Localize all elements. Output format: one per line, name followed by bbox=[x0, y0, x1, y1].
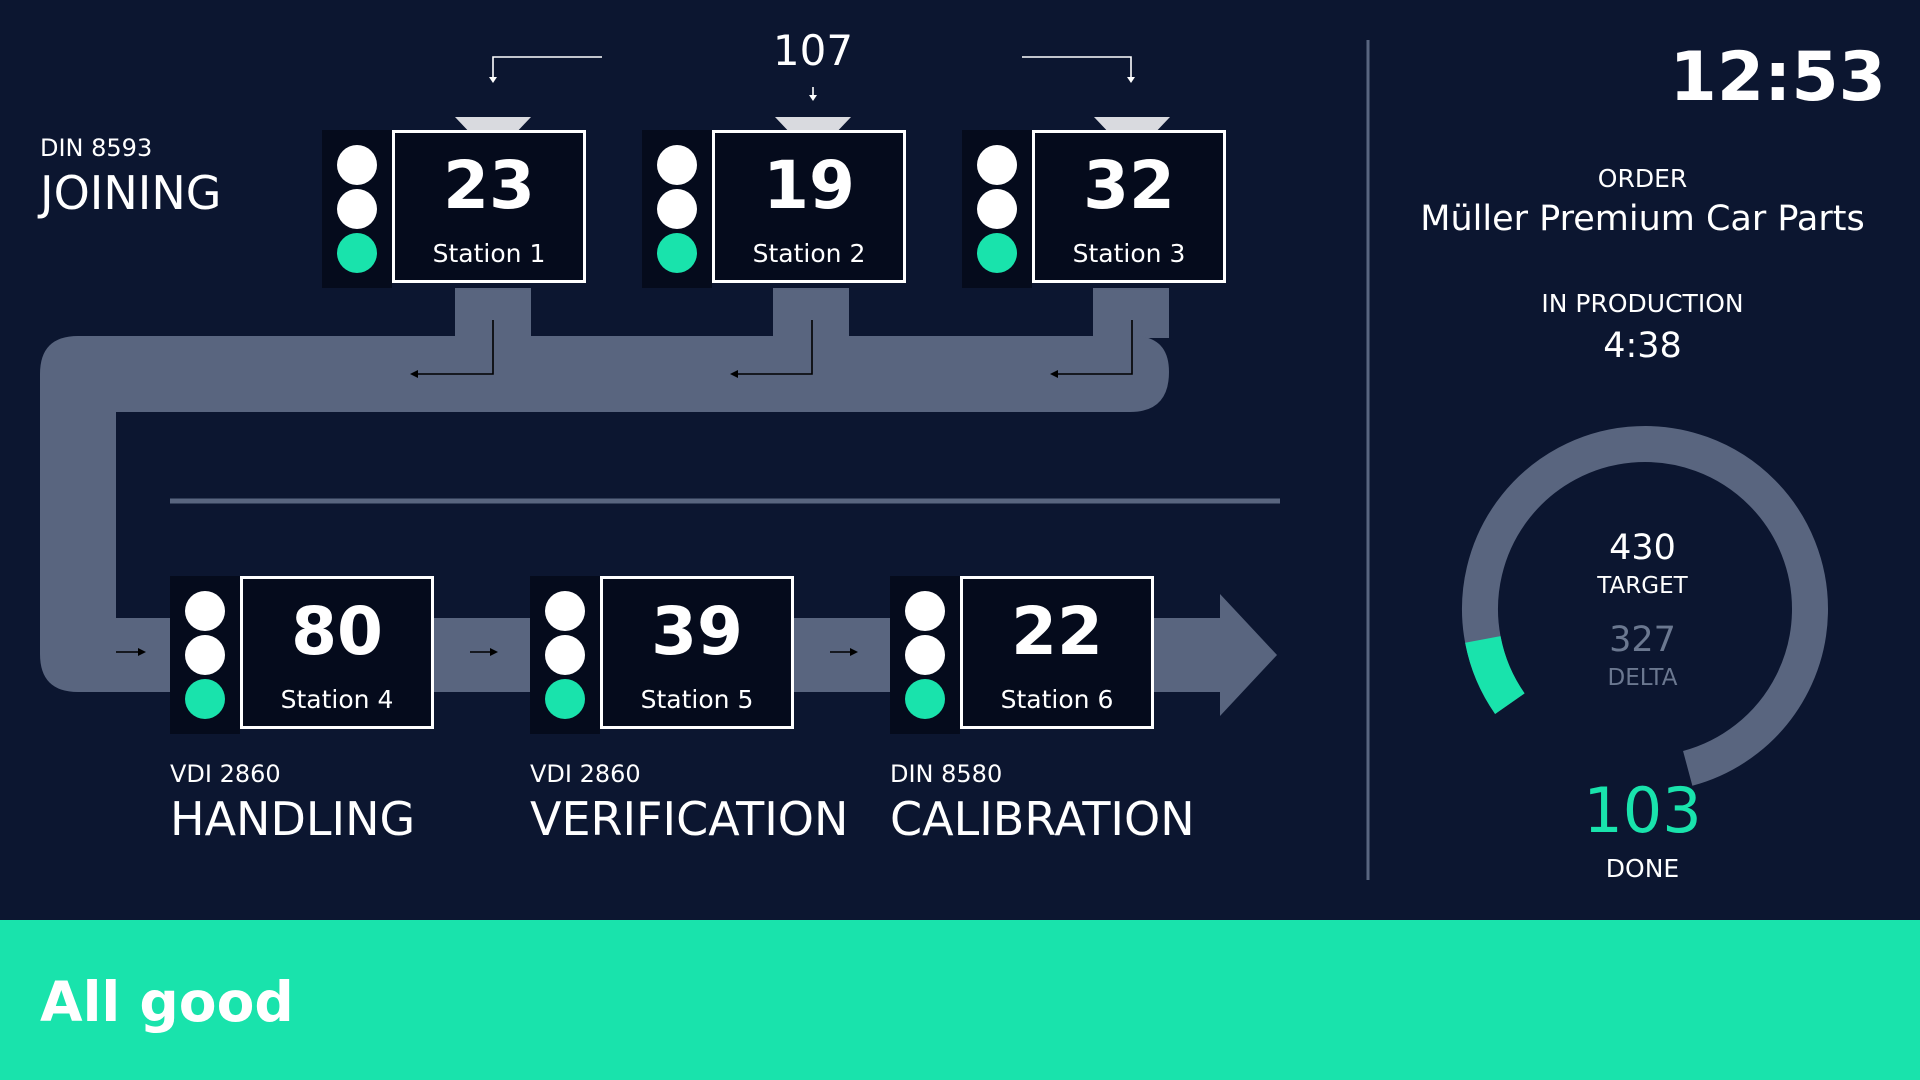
station-card-2[interactable]: 19 Station 2 bbox=[712, 130, 906, 283]
in-production-time: 4:38 bbox=[1603, 326, 1682, 366]
delta-value: 327 bbox=[1609, 620, 1676, 660]
station-name: Station 4 bbox=[280, 685, 394, 714]
traffic-light-station-4 bbox=[170, 576, 240, 734]
station-count: 32 bbox=[1083, 147, 1175, 224]
lamp-top bbox=[185, 591, 225, 631]
station-name: Station 2 bbox=[752, 239, 866, 268]
station-name: Station 1 bbox=[432, 239, 546, 268]
station-count: 23 bbox=[443, 147, 535, 224]
handling-standard: VDI 2860 bbox=[170, 760, 281, 788]
lamp-middle bbox=[905, 635, 945, 675]
lamp-middle bbox=[977, 189, 1017, 229]
lamp-bottom bbox=[185, 679, 225, 719]
lamp-top bbox=[905, 591, 945, 631]
station-name: Station 6 bbox=[1000, 685, 1114, 714]
status-text: All good bbox=[40, 970, 294, 1034]
in-production-label: IN PRODUCTION bbox=[1541, 289, 1744, 318]
incoming-count: 107 bbox=[772, 26, 854, 75]
done-label: DONE bbox=[1605, 854, 1680, 883]
done-value: 103 bbox=[1583, 774, 1702, 847]
traffic-light-station-6 bbox=[890, 576, 960, 734]
station-card-5[interactable]: 39 Station 5 bbox=[600, 576, 794, 729]
lamp-bottom bbox=[545, 679, 585, 719]
handling-title: HANDLING bbox=[170, 792, 416, 846]
lamp-middle bbox=[337, 189, 377, 229]
traffic-light-station-1 bbox=[322, 130, 392, 288]
lamp-top bbox=[657, 145, 697, 185]
station-name: Station 3 bbox=[1072, 239, 1186, 268]
order-customer: Müller Premium Car Parts bbox=[1420, 199, 1865, 239]
feed-arrow-heads bbox=[489, 77, 1135, 101]
gauge-fill bbox=[1465, 635, 1525, 714]
station-count: 19 bbox=[763, 147, 855, 224]
lamp-middle bbox=[545, 635, 585, 675]
joining-standard: DIN 8593 bbox=[40, 134, 153, 162]
lamp-top bbox=[545, 591, 585, 631]
station-card-6[interactable]: 22 Station 6 bbox=[960, 576, 1154, 729]
verification-title: VERIFICATION bbox=[530, 792, 849, 846]
verification-standard: VDI 2860 bbox=[530, 760, 641, 788]
progress-gauge bbox=[1462, 426, 1828, 786]
station-count: 22 bbox=[1011, 593, 1103, 670]
calibration-standard: DIN 8580 bbox=[890, 760, 1003, 788]
output-arrows bbox=[116, 320, 1133, 653]
target-label: TARGET bbox=[1597, 573, 1688, 599]
lamp-bottom bbox=[657, 233, 697, 273]
delta-label: DELTA bbox=[1607, 665, 1678, 691]
lamp-top bbox=[977, 145, 1017, 185]
station-name: Station 5 bbox=[640, 685, 754, 714]
station-card-3[interactable]: 32 Station 3 bbox=[1032, 130, 1226, 283]
lamp-middle bbox=[185, 635, 225, 675]
lamp-bottom bbox=[977, 233, 1017, 273]
station-count: 80 bbox=[291, 593, 383, 670]
lamp-middle bbox=[657, 189, 697, 229]
station-card-1[interactable]: 23 Station 1 bbox=[392, 130, 586, 283]
lamp-bottom bbox=[337, 233, 377, 273]
station-count: 39 bbox=[651, 593, 743, 670]
station-card-4[interactable]: 80 Station 4 bbox=[240, 576, 434, 729]
traffic-light-station-2 bbox=[642, 130, 712, 288]
calibration-title: CALIBRATION bbox=[890, 792, 1195, 846]
gauge-track bbox=[1462, 426, 1828, 786]
joining-title: JOINING bbox=[40, 166, 222, 220]
order-label: ORDER bbox=[1597, 164, 1688, 193]
traffic-light-station-3 bbox=[962, 130, 1032, 288]
lamp-top bbox=[337, 145, 377, 185]
output-arrow-heads bbox=[138, 370, 1058, 656]
clock: 12:53 bbox=[1669, 38, 1886, 117]
status-banner: All good bbox=[0, 920, 1920, 1080]
target-value: 430 bbox=[1609, 528, 1676, 568]
traffic-light-station-5 bbox=[530, 576, 600, 734]
lamp-bottom bbox=[905, 679, 945, 719]
